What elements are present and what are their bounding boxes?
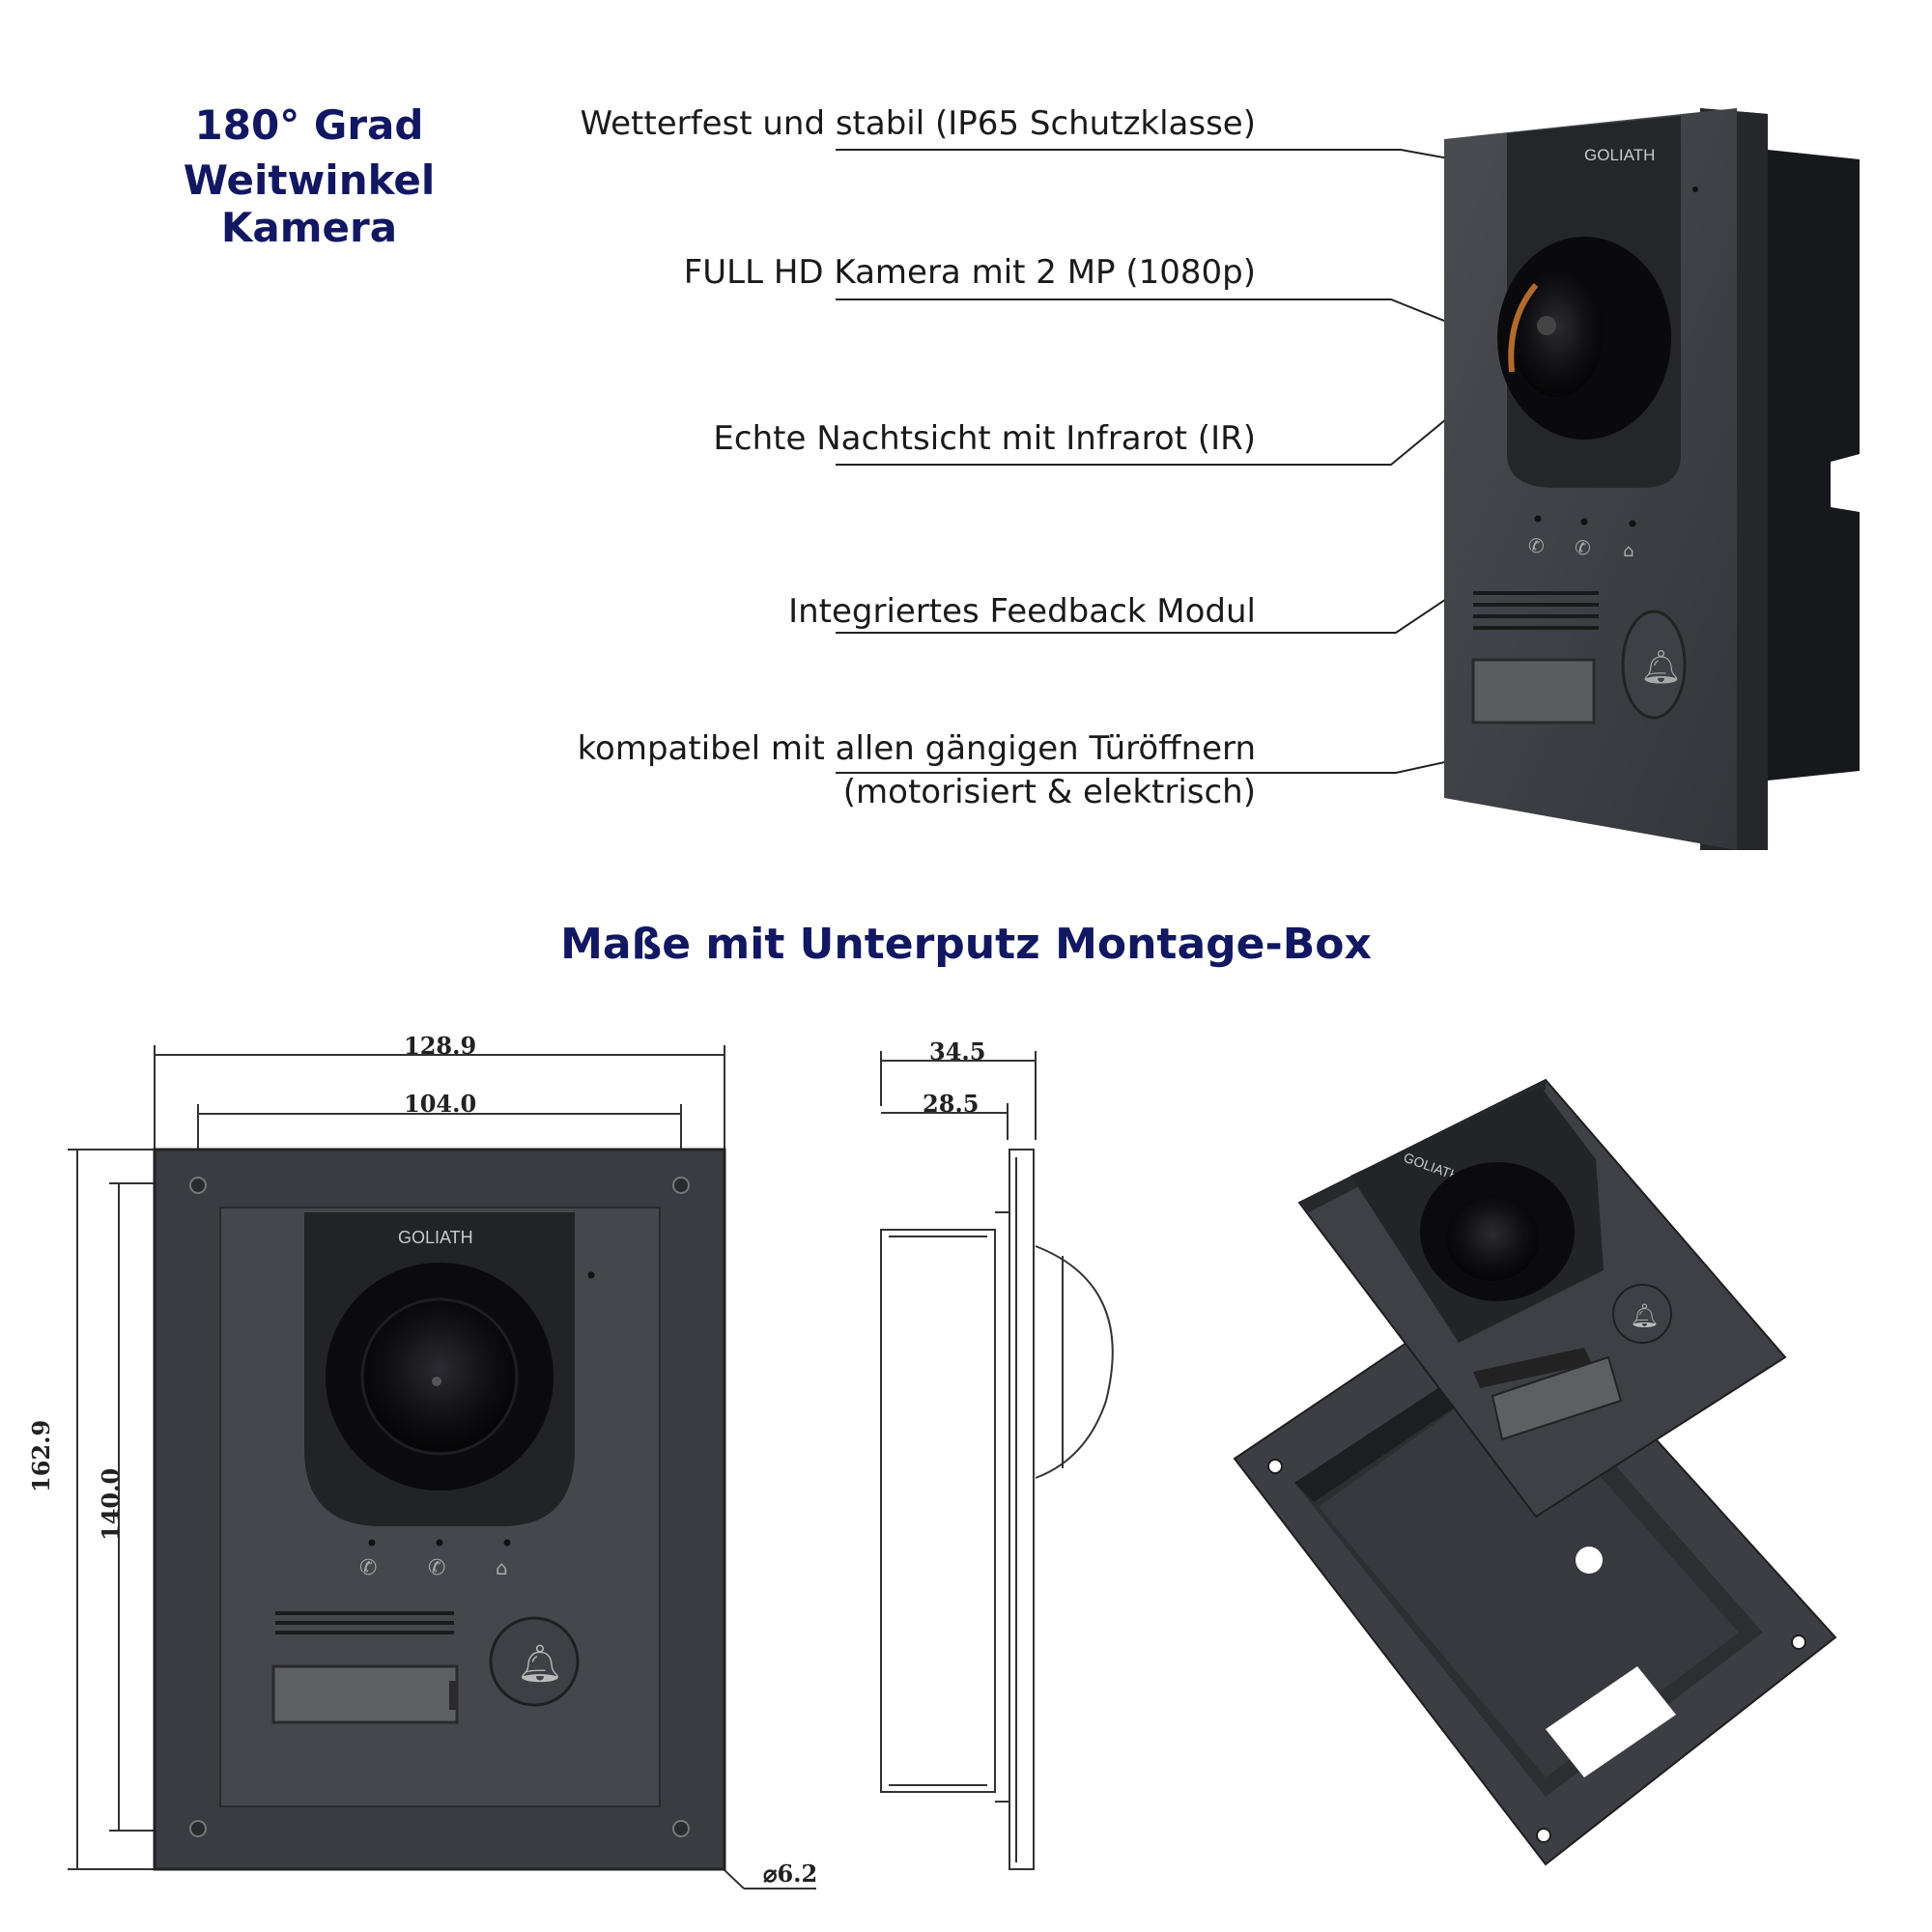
dim-inner-width: 104.0 <box>404 1090 477 1118</box>
front-dimension-drawing: GOLIATH ✆ ✆ ⌂ 🔔︎ <box>68 1045 816 1889</box>
bell-button-top <box>1621 610 1687 720</box>
dim-hole-diameter: ⌀6.2 <box>763 1860 818 1888</box>
mounting-box-exploded: GOLIATH 🔔︎ <box>1233 1078 1837 1866</box>
feature-feedback-module: Integriertes Feedback Modul <box>788 592 1256 631</box>
speech-icon: ✆ <box>428 1556 445 1580</box>
intercom-product-photo: GOLIATH ✆ ✆ ⌂ 🔔︎ <box>1444 108 1860 850</box>
unlock-icon: ⌂ <box>1623 541 1634 561</box>
section-title: Maße mit Unterputz Montage-Box <box>560 920 1372 969</box>
brand-logo-front: GOLIATH <box>398 1228 473 1247</box>
dim-depth-box: 28.5 <box>923 1090 980 1118</box>
feature-door-opener: kompatibel mit allen gängigen Türöffnern <box>577 729 1256 768</box>
bell-icon: 🔔︎ <box>517 1642 563 1685</box>
camera-headline-line1: 180° Grad <box>194 101 424 149</box>
nameplate-exploded <box>1491 1355 1623 1441</box>
speaker-grill-front <box>275 1611 454 1634</box>
speech-icon: ✆ <box>1575 536 1591 559</box>
bell-button-front <box>489 1616 580 1707</box>
dim-depth-total: 34.5 <box>929 1037 986 1065</box>
feature-weatherproof: Wetterfest und stabil (IP65 Schutzklasse… <box>580 104 1257 143</box>
bell-button-exploded <box>1612 1284 1672 1344</box>
nameplate-top <box>1471 658 1596 724</box>
brand-logo-top: GOLIATH <box>1584 146 1655 164</box>
screw-holes <box>189 1177 690 1837</box>
feature-door-opener-detail: (motorisiert & elektrisch) <box>842 773 1256 811</box>
dim-inner-height: 140.0 <box>97 1467 125 1541</box>
bell-icon: 🔔︎ <box>1640 648 1682 687</box>
camera-headline-line2: Weitwinkel Kamera <box>183 156 436 251</box>
dim-total-height: 162.9 <box>27 1419 55 1492</box>
feature-full-hd: FULL HD Kamera mit 2 MP (1080p) <box>683 253 1256 292</box>
nameplate-front <box>271 1664 459 1724</box>
side-dimension-drawing <box>880 1051 1114 1870</box>
phone-icon: ✆ <box>1528 534 1545 557</box>
speaker-grill-top <box>1473 591 1599 630</box>
feature-night-vision: Echte Nachtsicht mit Infrarot (IR) <box>713 419 1256 458</box>
dim-total-width: 128.9 <box>404 1032 477 1060</box>
unlock-icon: ⌂ <box>496 1556 508 1579</box>
bell-icon: 🔔︎ <box>1630 1302 1659 1329</box>
phone-icon: ✆ <box>359 1556 377 1580</box>
